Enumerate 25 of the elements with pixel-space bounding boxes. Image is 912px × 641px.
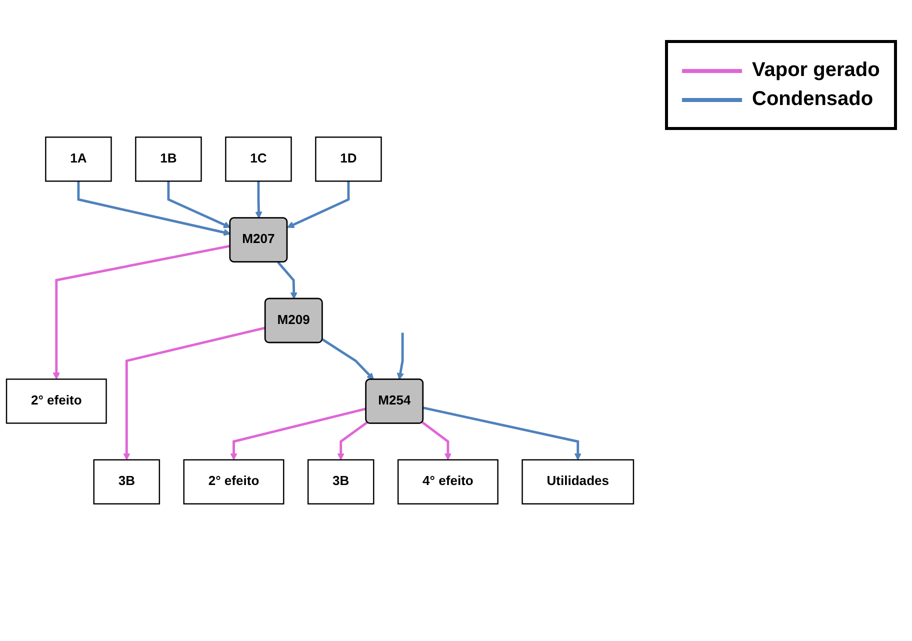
arrow	[52, 244, 231, 380]
arrow	[255, 181, 262, 219]
node-box: 2° efeito	[183, 459, 284, 504]
node-box: 1D	[315, 136, 382, 182]
node-box: 4° efeito	[397, 459, 498, 504]
arrow	[337, 421, 368, 460]
arrow	[123, 326, 266, 460]
arrow	[167, 181, 231, 228]
node-box: 2° efeito	[6, 378, 107, 424]
node-box: 3B	[307, 459, 374, 504]
node-box: 3B	[93, 459, 160, 504]
legend-label: Vapor gerado	[752, 59, 880, 82]
arrow	[423, 406, 582, 460]
node-box: 1B	[135, 136, 202, 182]
arrow	[277, 261, 298, 300]
node-box: 1C	[225, 136, 292, 182]
arrow	[422, 421, 452, 460]
node-box: 1A	[45, 136, 112, 182]
legend-label: Condensado	[752, 88, 874, 111]
arrow	[396, 332, 404, 380]
arrow	[322, 338, 374, 380]
arrow	[287, 181, 350, 228]
arrow	[77, 181, 231, 236]
node-box: Utilidades	[522, 459, 634, 504]
arrow	[230, 408, 367, 460]
